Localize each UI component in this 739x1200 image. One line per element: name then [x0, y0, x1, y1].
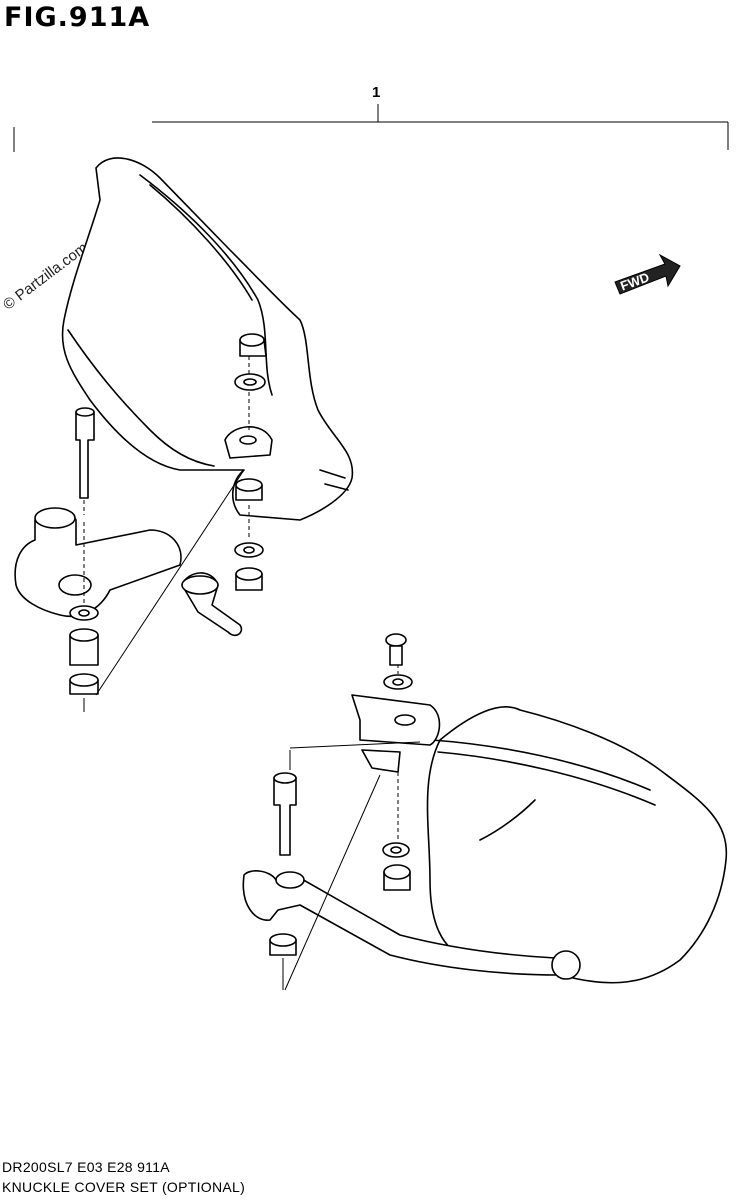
left-lever-bracket — [14, 507, 182, 617]
callout-number: 1 — [372, 84, 381, 101]
callout-bracket — [13, 104, 729, 152]
footer-model-line: DR200SL7 E03 E28 911A — [2, 1159, 170, 1175]
right-knuckle-cover — [426, 706, 728, 984]
left-bolt — [75, 407, 95, 515]
fwd-arrow-label-box: FWD — [612, 260, 687, 300]
left-lower-hardware — [69, 469, 245, 712]
left-mount-hardware — [224, 333, 273, 591]
right-lever-bracket — [242, 774, 581, 991]
fwd-arrow-icon — [614, 253, 681, 295]
left-knuckle-cover — [61, 157, 354, 521]
figure-title: FIG.911A — [4, 2, 151, 33]
right-bolt — [273, 750, 297, 856]
fwd-label: FWD — [618, 269, 652, 294]
right-mount-hardware — [289, 633, 441, 891]
footer-caption: KNUCKLE COVER SET (OPTIONAL) — [2, 1179, 246, 1195]
rubber-boot — [181, 572, 243, 637]
